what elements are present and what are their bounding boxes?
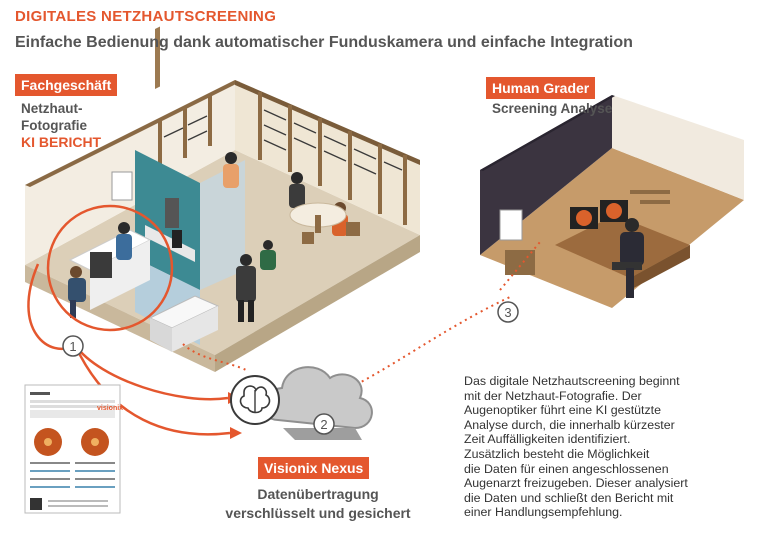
nexus-label-line2: verschlüsselt und gesichert [225, 505, 411, 521]
optician-shop-illustration [25, 26, 420, 372]
description-line: Das digitale Netzhautscreening beginnt [464, 374, 680, 388]
flow-arrows [27, 204, 231, 436]
shop-label-line1: Netzhaut- [21, 101, 83, 116]
step-marker-2: 2 [313, 413, 335, 435]
description-line: Augenarzt freizugeben. Dieser analysiert [464, 476, 688, 491]
page-title: DIGITALES NETZHAUTSCREENING [15, 8, 277, 25]
description-text: Das digitale Netzhautscreening beginnt m… [464, 374, 759, 520]
page-subtitle: Einfache Bedienung dank automatischer Fu… [15, 34, 633, 51]
description-line: die Daten und schließt den Bericht mit [464, 490, 674, 505]
description-line: Zusätzlich besteht die Möglichkeit [464, 446, 650, 461]
grader-tag: Human Grader [486, 77, 596, 99]
report-thumbnail [24, 384, 121, 514]
description-line: einer Handlungsempfehlung. [464, 505, 623, 520]
description-line: mit der Netzhaut-Fotografie. Der [464, 388, 642, 403]
step-marker-3: 3 [497, 301, 519, 323]
step-marker-1: 1 [62, 335, 84, 357]
description-line: Zeit Auffälligkeiten identifiziert. [464, 432, 631, 447]
shop-label: Netzhaut- Fotografie KI BERICHT [21, 100, 101, 151]
description-line: Analyse durch, die innerhalb kürzester [464, 417, 675, 432]
grader-room-illustration [480, 95, 744, 308]
shop-tag: Fachgeschäft [15, 74, 118, 96]
report-brand: visionix [97, 405, 123, 412]
svg-text:2: 2 [320, 417, 327, 432]
brain-icon [230, 375, 280, 425]
shop-label-line2: Fotografie [21, 118, 87, 133]
nexus-tag: Visionix Nexus [258, 457, 370, 479]
description-line: Augenoptiker führt eine KI gestützte [464, 403, 661, 418]
grader-label: Screening Analyse [492, 101, 613, 116]
svg-text:1: 1 [69, 339, 76, 354]
nexus-label: Datenübertragung verschlüsselt und gesic… [200, 485, 436, 523]
description-line: die Daten für einen angeschlossenen [464, 461, 669, 476]
nexus-label-line1: Datenübertragung [257, 486, 379, 502]
ki-report-label: KI BERICHT [21, 134, 102, 150]
svg-text:3: 3 [504, 305, 511, 320]
